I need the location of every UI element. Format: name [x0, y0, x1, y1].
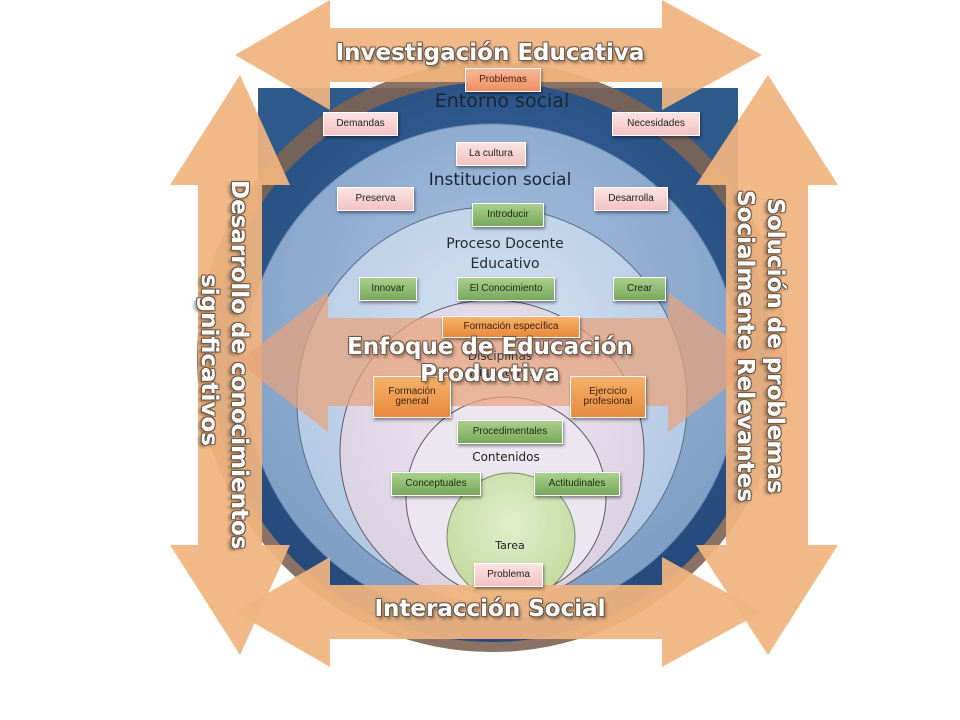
- center-arrow-label-line2: Productiva: [420, 361, 560, 387]
- tag-procedimentales: Procedimentales: [457, 420, 563, 444]
- tag-formacion-especifica: Formación específica: [442, 316, 580, 338]
- left-arrow-label-line1: Desarrollo de conocimientos: [226, 180, 252, 550]
- bottom-arrow: [235, 557, 762, 667]
- tarea-label: Tarea: [495, 539, 525, 552]
- contenidos-label: Contenidos: [472, 450, 540, 464]
- tag-desarrolla: Desarrolla: [594, 187, 668, 211]
- proceso-docente-label: Proceso Docente Educativo: [420, 234, 590, 274]
- tag-actitudinales: Actitudinales: [534, 472, 620, 496]
- right-arrow-label-line2: Socialmente Relevantes: [732, 190, 758, 502]
- left-arrow-label: Desarrollo de conocimientos significativ…: [194, 180, 254, 550]
- right-arrow: [696, 75, 838, 655]
- tag-formacion-general: Formación general: [373, 376, 451, 418]
- tag-innovar: Innovar: [359, 277, 417, 301]
- bottom-arrow-label: Interacción Social: [374, 596, 606, 622]
- tag-conceptuales: Conceptuales: [391, 472, 481, 496]
- tag-problemas: Problemas: [465, 68, 541, 92]
- left-arrow-label-line2: significativos: [196, 274, 222, 446]
- asignaturas-label-line1: Disciplinas: [467, 349, 533, 363]
- proceso-docente-label-line1: Proceso Docente: [446, 236, 564, 252]
- right-arrow-label: Solución de problemas Socialmente Releva…: [730, 166, 790, 526]
- tag-necesidades: Necesidades: [612, 112, 700, 136]
- tag-introducir: Introducir: [472, 203, 544, 227]
- top-arrow-label: Investigación Educativa: [335, 40, 645, 66]
- top-arrow: [235, 0, 762, 110]
- asignaturas-label-line2: Asignaturas: [464, 365, 536, 379]
- right-arrow-label-line1: Solución de problemas: [762, 198, 788, 494]
- center-arrow-label: Enfoque de Educación Productiva: [300, 334, 680, 388]
- left-arrow: [170, 75, 290, 655]
- tag-demandas: Demandas: [323, 112, 398, 136]
- tag-el-conocimiento: El Conocimiento: [457, 277, 555, 301]
- proceso-docente-label-line2: Educativo: [470, 256, 540, 272]
- tag-la-cultura: La cultura: [456, 142, 526, 166]
- tag-crear: Crear: [613, 277, 666, 301]
- tag-preserva: Preserva: [337, 187, 414, 211]
- tag-ejercicio-profesional: Ejercicio profesional: [570, 376, 646, 418]
- center-arrow-label-line1: Enfoque de Educación: [347, 334, 633, 360]
- institucion-social-label: Institucion social: [428, 170, 572, 190]
- tag-problema: Problema: [474, 563, 543, 587]
- asignaturas-label: Disciplinas Asignaturas: [440, 348, 560, 380]
- entorno-social-label: Entorno social: [434, 90, 570, 112]
